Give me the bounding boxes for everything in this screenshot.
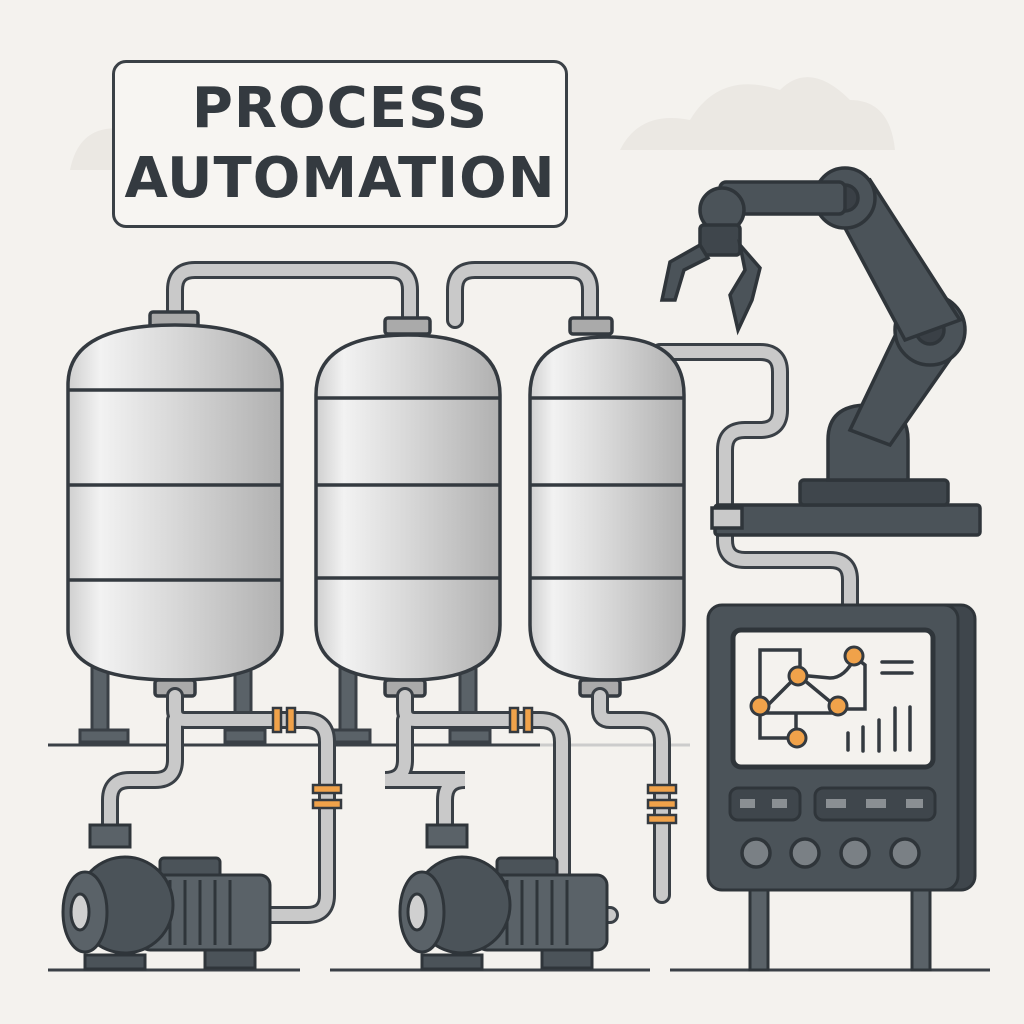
tank-1 (66, 310, 284, 698)
panel-knobs[interactable] (740, 837, 921, 869)
tank-3 (528, 316, 686, 698)
panel-buttons[interactable] (728, 786, 937, 822)
pump-2 (398, 823, 609, 971)
tanks (66, 310, 686, 698)
pipe-couplings (271, 706, 678, 825)
tank-2 (314, 316, 502, 698)
top-pipes (166, 261, 859, 614)
control-panel (706, 603, 977, 972)
pumps (61, 823, 609, 971)
graph-nodes (749, 645, 865, 749)
title-line-2: AUTOMATION (124, 146, 556, 211)
pump-1 (61, 823, 272, 971)
screen-graph (758, 648, 914, 753)
title-banner: PROCESS AUTOMATION (112, 60, 568, 228)
title-line-1: PROCESS (191, 76, 489, 141)
robot-arm (659, 166, 982, 537)
bottom-pipes (101, 687, 671, 924)
